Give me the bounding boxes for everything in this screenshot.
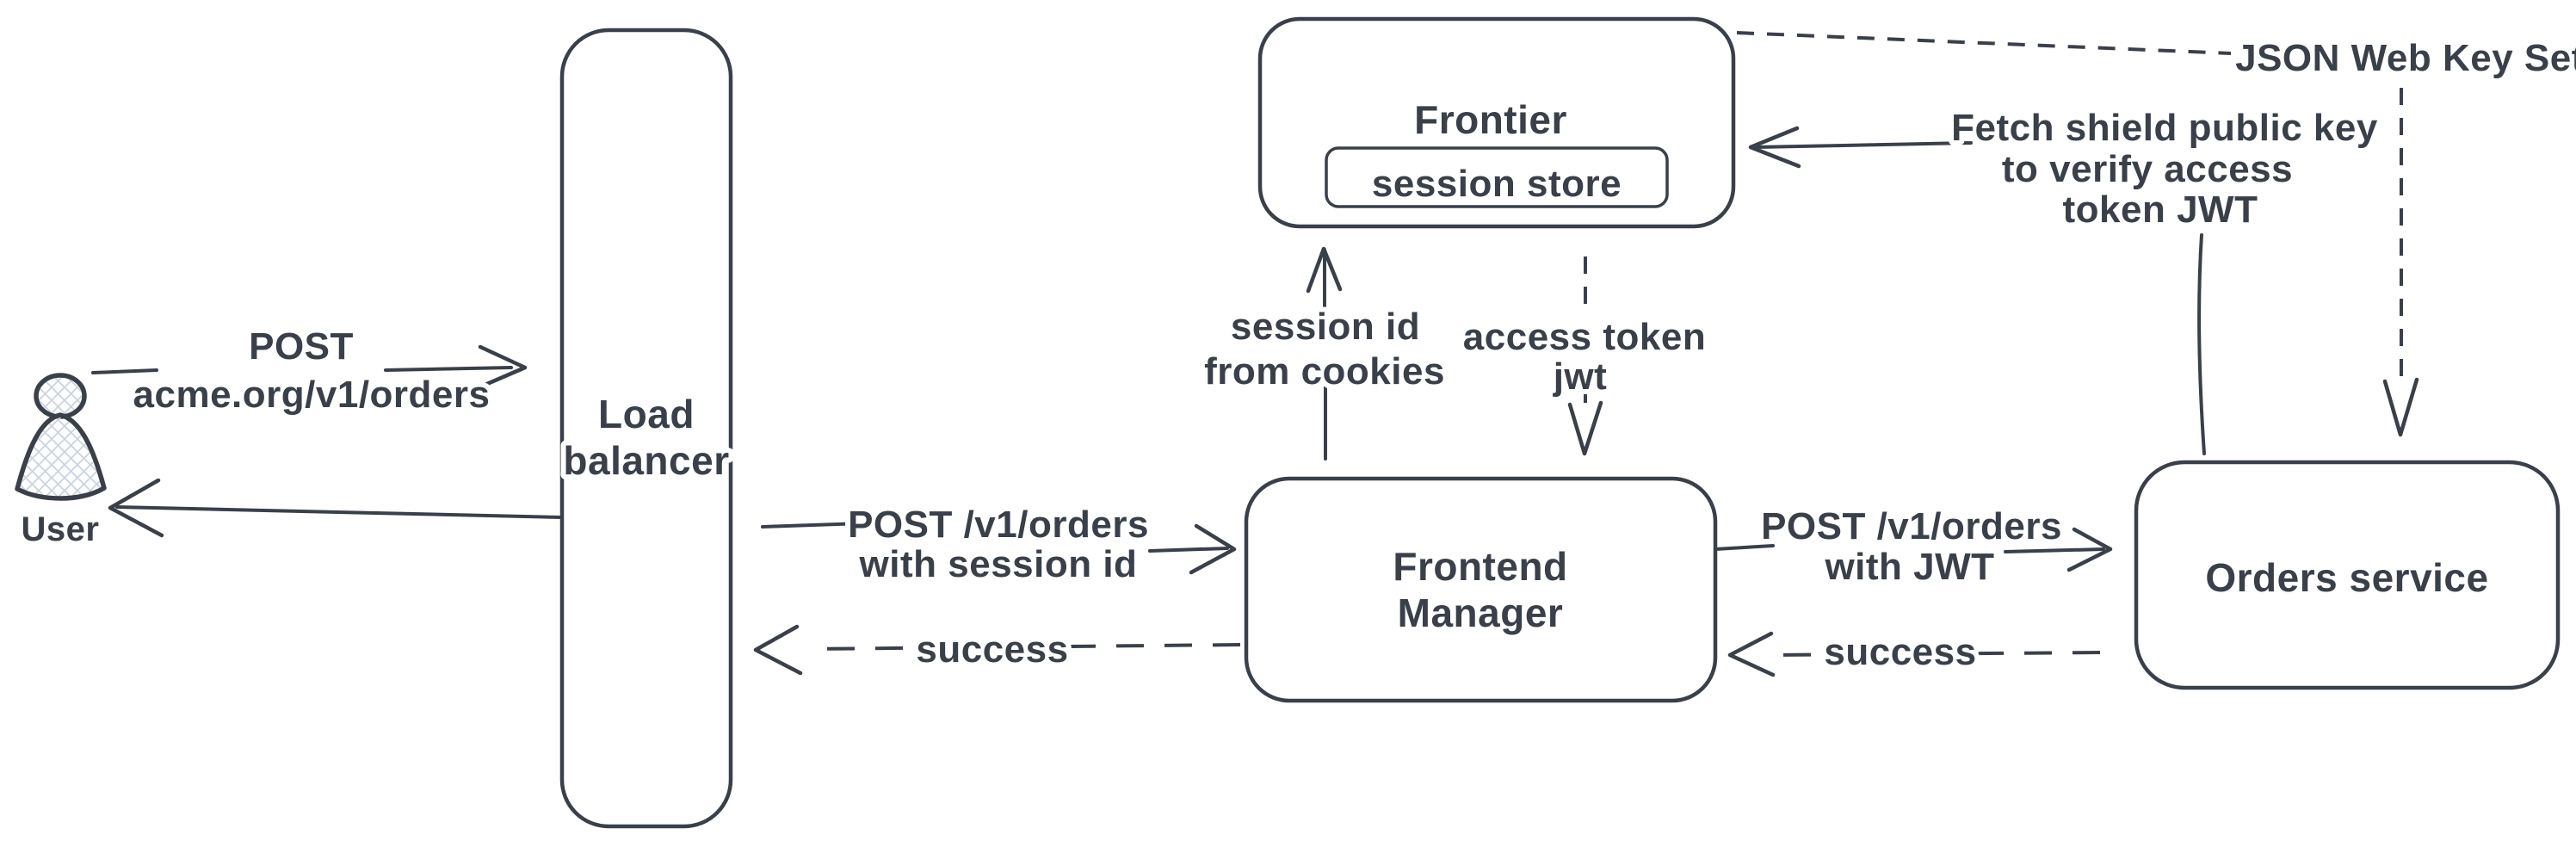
edge-user-to-lb	[91, 344, 528, 392]
node-orders-service: Orders service	[2134, 460, 2561, 690]
load-balancer-label-line2: balancer	[563, 438, 729, 483]
edge-frontier-to-jwks-line	[1736, 31, 2232, 55]
arrowhead-down-icon	[1567, 400, 1603, 456]
jwks-label: JSON Web Key Set	[2235, 37, 2576, 79]
edge-lb-to-user-line	[115, 505, 563, 519]
edge-fm-to-frontier-label-line1: session id	[1231, 306, 1420, 348]
edge-jwks-to-orders	[2382, 88, 2419, 437]
arrowhead-left-icon	[1727, 631, 1776, 677]
arrowhead-left-icon	[753, 624, 803, 676]
user-icon	[34, 373, 87, 419]
edge-fm-to-frontier	[1306, 246, 1343, 461]
session-store-box	[1325, 146, 1669, 208]
frontend-manager-label-line2: Manager	[1398, 590, 1564, 635]
arrowhead-right-icon	[473, 344, 528, 392]
edge-lb-to-fm-line-end	[1148, 547, 1229, 553]
frontend-manager-label-line1: Frontend	[1393, 544, 1567, 589]
edge-lb-to-fm-label-line2: with session id	[859, 543, 1138, 585]
edge-lb-to-fm-line-start	[761, 522, 864, 529]
edge-orders-to-frontier-curve	[2197, 233, 2206, 455]
orders-service-label: Orders service	[2205, 555, 2488, 600]
arrowhead-left-icon	[108, 478, 164, 538]
edge-orders-to-fm-line	[1774, 651, 2101, 657]
edge-lb-to-fm-label-line1: POST /v1/orders	[848, 504, 1149, 546]
user-body-icon	[15, 412, 107, 501]
load-balancer-label-line1: Load	[598, 392, 695, 436]
node-frontier: Frontier session store	[1257, 16, 1736, 229]
edge-fm-to-orders-label-line1: POST /v1/orders	[1761, 505, 2062, 547]
edge-fm-to-orders-label-line2: with JWT	[1824, 546, 1994, 588]
load-balancer-box	[559, 28, 733, 829]
session-store-label: session store	[1372, 163, 1622, 205]
edge-orders-to-frontier-label-line3: token JWT	[2063, 189, 2258, 231]
frontend-manager-box	[1244, 476, 1718, 703]
arrowhead-right-icon	[1189, 523, 1237, 575]
edge-user-to-lb-label-line2: acme.org/v1/orders	[133, 374, 491, 416]
edge-lb-to-user	[108, 478, 563, 538]
edge-fm-to-orders	[1714, 527, 2113, 572]
edge-orders-to-frontier-line	[1754, 141, 1973, 149]
edge-frontier-to-fm-label-line2: jwt	[1553, 355, 1608, 398]
edge-fm-to-lb-success-label: success	[916, 628, 1068, 671]
node-frontend-manager: Frontend Manager	[1244, 476, 1718, 703]
edge-fm-to-orders-line-end	[2004, 547, 2105, 553]
edge-user-to-lb-line-end	[384, 366, 513, 372]
edge-orders-to-frontier	[1748, 126, 2206, 455]
edge-frontier-to-fm-label-line1: access token	[1463, 316, 1706, 358]
edge-fm-to-frontier-label-line2: from cookies	[1204, 350, 1445, 393]
arrowhead-up-icon	[1306, 246, 1343, 294]
orders-service-box	[2134, 460, 2561, 690]
arrowhead-down-icon	[2382, 377, 2419, 437]
edge-orders-to-frontier-label-line1: Fetch shield public key	[1951, 107, 2378, 149]
arrowhead-right-icon	[2066, 527, 2113, 572]
edge-fm-to-orders-line-start	[1714, 544, 1775, 551]
node-load-balancer: Load balancer	[558, 28, 734, 829]
edge-lb-to-fm	[761, 522, 1237, 575]
edge-user-to-lb-line-start	[91, 368, 158, 374]
edge-fm-to-lb-success	[753, 624, 1241, 676]
user-label: User	[22, 510, 100, 548]
edge-orders-to-frontier-label-line2: to verify access	[2002, 148, 2293, 190]
edge-frontier-to-fm	[1567, 257, 1603, 456]
edge-fm-to-lb-line	[806, 643, 1241, 651]
edge-labels: POST acme.org/v1/orders POST /v1/orders …	[128, 32, 2576, 678]
frontier-label: Frontier	[1414, 97, 1567, 142]
edge-orders-to-fm-success	[1727, 631, 2101, 677]
edge-frontier-to-jwks	[1736, 31, 2232, 55]
edge-orders-to-fm-success-label: success	[1824, 631, 1976, 673]
node-user: User	[15, 373, 107, 553]
arrowhead-left-icon	[1748, 126, 1801, 169]
edge-user-to-lb-label-line1: POST	[249, 325, 354, 368]
